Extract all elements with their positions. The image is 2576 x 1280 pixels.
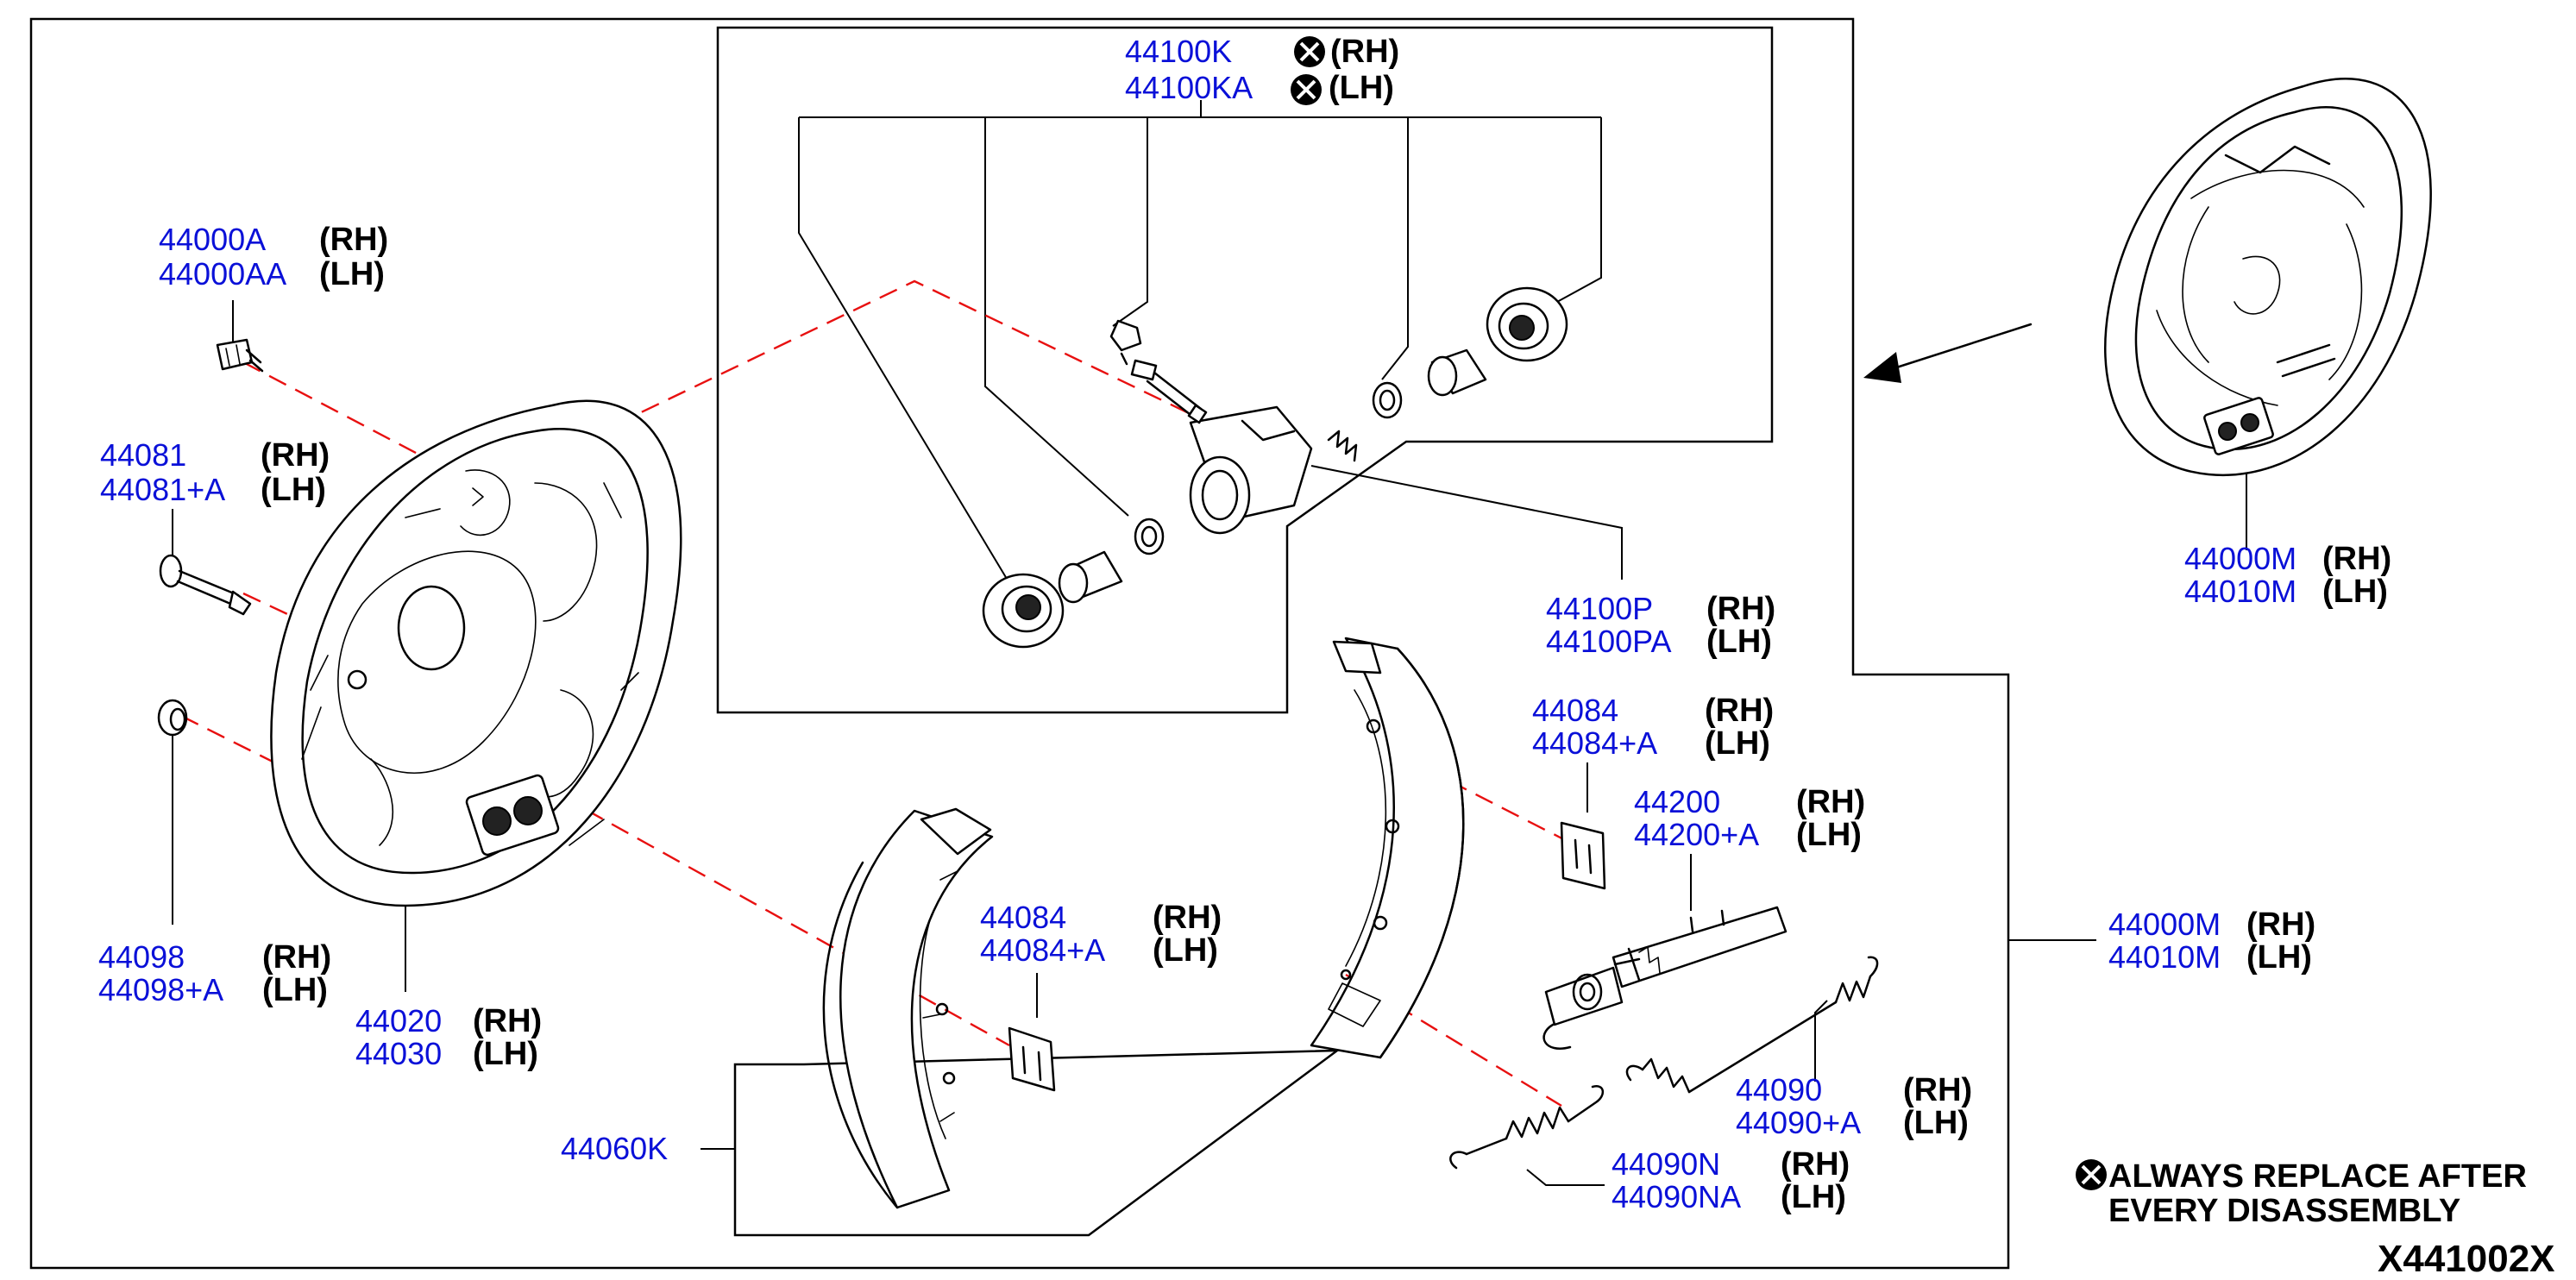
label-retainer-right-lh: 44084+A bbox=[1532, 725, 1657, 761]
spring-lower-drawing bbox=[1449, 1085, 1604, 1170]
spring-lower-leader bbox=[1526, 1169, 1605, 1186]
note-line-2: EVERY DISASSEMBLY bbox=[2108, 1193, 2460, 1229]
label-wheel-cyl-assy-lh-side: (LH) bbox=[1706, 624, 1772, 660]
arrow-drawing bbox=[1863, 323, 2033, 383]
label-brake-assy-mid-rh: 44000M bbox=[2108, 907, 2221, 942]
circled-x-icon bbox=[2076, 1159, 2107, 1190]
spring-upper-leader bbox=[1814, 1000, 1828, 1082]
label-wheel-cyl-assy-rh: 44100P bbox=[1546, 591, 1653, 626]
label-plug-rh-side: (RH) bbox=[262, 939, 331, 976]
label-brake-assy-top-lh: 44010M bbox=[2184, 574, 2296, 609]
label-wheel-cyl-kit-lh-side: (LH) bbox=[1329, 70, 1394, 106]
label-plug-lh: 44098+A bbox=[98, 972, 223, 1007]
label-wheel-cyl-kit-rh-side: (RH) bbox=[1330, 34, 1399, 70]
assembled-brake-drawing bbox=[2104, 78, 2432, 477]
label-spring-upper-lh: 44090+A bbox=[1736, 1105, 1861, 1140]
outer-frame bbox=[29, 17, 2010, 1270]
backing-plate-drawing bbox=[270, 399, 682, 907]
boot-right-drawing bbox=[1486, 286, 1568, 362]
label-retainer-left-lh-side: (LH) bbox=[1153, 932, 1218, 969]
retainer-right-drawing bbox=[1560, 821, 1606, 890]
wheel-cylinder-assy-leader bbox=[1310, 465, 1623, 580]
label-retainer-left-lh: 44084+A bbox=[980, 932, 1105, 968]
label-spring-upper-lh-side: (LH) bbox=[1903, 1105, 1969, 1141]
cup-right-drawing bbox=[1372, 381, 1403, 419]
wheel-cylinder-kit-bracket bbox=[798, 100, 1602, 584]
label-retainer-right-lh-side: (LH) bbox=[1705, 725, 1770, 762]
backing-bolt-drawing bbox=[216, 338, 264, 373]
label-shoe-set: 44060K bbox=[561, 1131, 668, 1166]
circled-x-icon bbox=[1291, 74, 1322, 105]
label-spring-upper-rh-side: (RH) bbox=[1903, 1072, 1972, 1108]
label-spring-upper-rh: 44090 bbox=[1736, 1072, 1822, 1107]
label-brake-assy-mid-lh-side: (LH) bbox=[2246, 939, 2312, 976]
label-pin-rh: 44081 bbox=[100, 437, 186, 473]
wheel-cylinder-drawing bbox=[1189, 405, 1313, 535]
label-retainer-left-rh: 44084 bbox=[980, 900, 1066, 935]
left-shoe-drawing bbox=[822, 807, 994, 1209]
label-backing-bolt-rh-side: (RH) bbox=[319, 222, 388, 258]
label-spring-lower-rh: 44090N bbox=[1612, 1146, 1720, 1182]
label-pin-lh-side: (LH) bbox=[261, 472, 326, 508]
piston-left-drawing bbox=[1058, 550, 1123, 604]
piston-right-drawing bbox=[1427, 348, 1487, 397]
label-retainer-left-rh-side: (RH) bbox=[1153, 900, 1222, 936]
label-brake-assy-top-rh-side: (RH) bbox=[2322, 541, 2391, 577]
label-backing-plate-lh: 44030 bbox=[355, 1036, 442, 1071]
label-brake-assy-top-rh: 44000M bbox=[2184, 541, 2296, 576]
right-shoe-drawing bbox=[1310, 637, 1465, 1059]
retainer-left-drawing bbox=[1008, 1026, 1056, 1092]
label-adjuster-rh: 44200 bbox=[1634, 784, 1720, 819]
label-pin-rh-side: (RH) bbox=[261, 437, 330, 474]
spring-small-drawing bbox=[1327, 430, 1358, 462]
label-adjuster-lh-side: (LH) bbox=[1796, 817, 1862, 853]
label-backing-bolt-rh: 44000A bbox=[159, 222, 266, 257]
label-backing-bolt-lh: 44000AA bbox=[159, 256, 286, 292]
label-plug-rh: 44098 bbox=[98, 939, 185, 975]
label-retainer-right-rh-side: (RH) bbox=[1705, 693, 1774, 729]
wheel-cylinder-frame bbox=[716, 26, 1774, 714]
note-line-1: ALWAYS REPLACE AFTER bbox=[2108, 1158, 2527, 1195]
label-adjuster-lh: 44200+A bbox=[1634, 817, 1759, 852]
label-backing-plate-rh-side: (RH) bbox=[473, 1003, 542, 1039]
label-backing-plate-lh-side: (LH) bbox=[473, 1036, 538, 1072]
label-spring-lower-lh-side: (LH) bbox=[1781, 1179, 1846, 1215]
plug-drawing bbox=[157, 699, 188, 737]
label-brake-assy-top-lh-side: (LH) bbox=[2322, 574, 2388, 610]
label-spring-lower-rh-side: (RH) bbox=[1781, 1146, 1850, 1183]
cup-left-drawing bbox=[1134, 518, 1165, 555]
shoe-set-frame bbox=[733, 1049, 1341, 1237]
label-wheel-cyl-kit-lh: 44100KA bbox=[1125, 70, 1253, 105]
adjuster-drawing bbox=[1542, 906, 1787, 1050]
label-plug-lh-side: (LH) bbox=[262, 972, 328, 1008]
diagram-code: X441002X bbox=[2378, 1238, 2555, 1280]
label-pin-lh: 44081+A bbox=[100, 472, 225, 507]
label-retainer-right-rh: 44084 bbox=[1532, 693, 1618, 728]
bleeder-screw-drawing bbox=[1109, 319, 1142, 366]
label-wheel-cyl-assy-rh-side: (RH) bbox=[1706, 591, 1775, 627]
label-wheel-cyl-kit-rh: 44100K bbox=[1125, 34, 1232, 69]
label-brake-assy-mid-lh: 44010M bbox=[2108, 939, 2221, 975]
boot-left-drawing bbox=[982, 573, 1065, 649]
spring-upper-drawing bbox=[1625, 956, 1879, 1094]
pin-drawing bbox=[159, 554, 252, 616]
label-brake-assy-mid-rh-side: (RH) bbox=[2246, 907, 2315, 943]
bleeder-valve-drawing bbox=[1130, 359, 1208, 424]
label-spring-lower-lh: 44090NA bbox=[1612, 1179, 1741, 1214]
label-backing-bolt-lh-side: (LH) bbox=[319, 256, 385, 292]
circled-x-icon bbox=[1294, 36, 1325, 67]
label-wheel-cyl-assy-lh: 44100PA bbox=[1546, 624, 1671, 659]
label-adjuster-rh-side: (RH) bbox=[1796, 784, 1865, 820]
label-backing-plate-rh: 44020 bbox=[355, 1003, 442, 1038]
